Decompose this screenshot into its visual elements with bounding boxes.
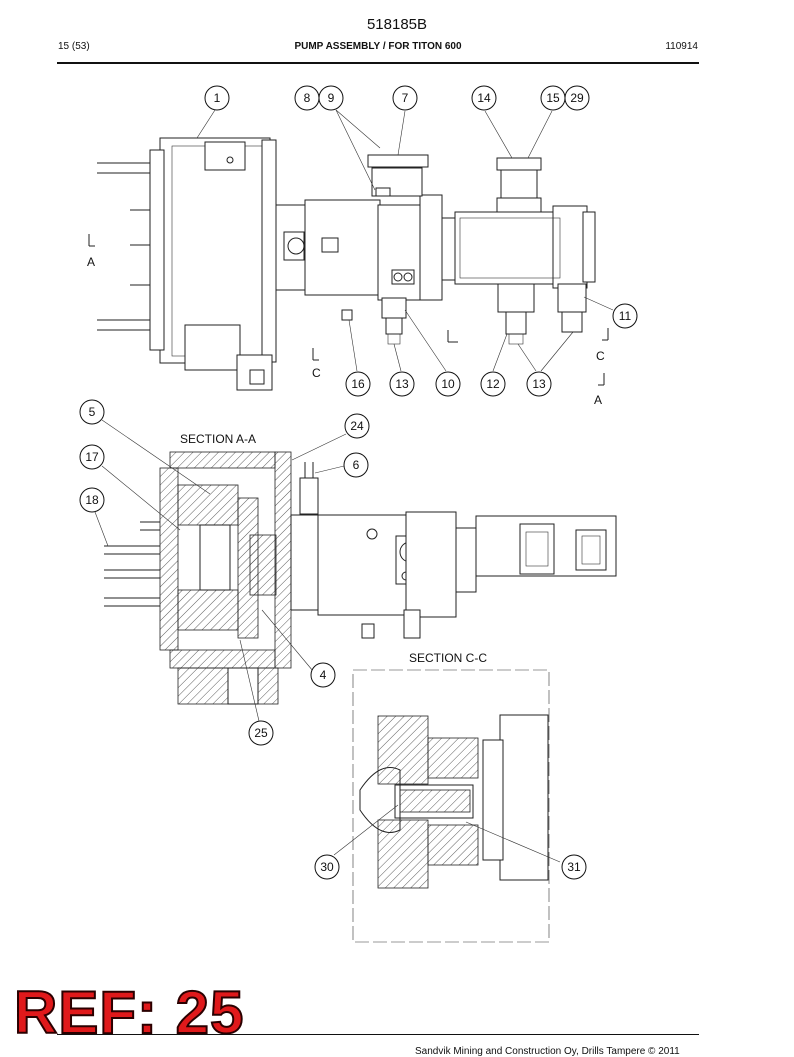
- svg-text:10: 10: [441, 377, 455, 391]
- svg-text:24: 24: [350, 419, 364, 433]
- svg-text:25: 25: [254, 726, 268, 740]
- svg-text:4: 4: [320, 668, 327, 682]
- callout-16: 16: [345, 371, 371, 397]
- callout-30: 30: [314, 854, 340, 880]
- view-marker-c-left: C: [312, 366, 321, 380]
- callout-14: 14: [471, 85, 497, 111]
- footer-copyright: Sandvik Mining and Construction Oy, Dril…: [415, 1046, 680, 1057]
- callout-31: 31: [561, 854, 587, 880]
- callout-17: 17: [79, 444, 105, 470]
- callout-1: 1: [204, 85, 230, 111]
- callout-18: 18: [79, 487, 105, 513]
- svg-text:9: 9: [328, 91, 335, 105]
- section-c-c-view: SECTION C-C: [333, 651, 561, 943]
- svg-text:31: 31: [567, 860, 581, 874]
- svg-text:13: 13: [395, 377, 409, 391]
- callout-24: 24: [344, 413, 370, 439]
- callout-7: 7: [392, 85, 418, 111]
- callout-29: 29: [564, 85, 590, 111]
- section-a-a-label: SECTION A-A: [180, 432, 256, 446]
- callout-5: 5: [79, 399, 105, 425]
- document-date: 110914: [665, 41, 698, 52]
- document-number: 518185B: [366, 16, 428, 33]
- callout-13: 13: [389, 371, 415, 397]
- svg-text:5: 5: [89, 405, 96, 419]
- top-view-assembly: A A C C: [87, 109, 614, 407]
- svg-text:30: 30: [320, 860, 334, 874]
- callout-11: 11: [612, 303, 638, 329]
- svg-text:15: 15: [546, 91, 560, 105]
- svg-text:14: 14: [477, 91, 491, 105]
- callout-8: 8: [294, 85, 320, 111]
- callout-9: 9: [318, 85, 344, 111]
- callout-13b: 13: [526, 371, 552, 397]
- svg-text:6: 6: [353, 458, 360, 472]
- callout-4: 4: [310, 662, 336, 688]
- callout-15: 15: [540, 85, 566, 111]
- page-number: 15 (53): [58, 41, 90, 52]
- view-marker-a-right: A: [594, 393, 602, 407]
- svg-text:17: 17: [85, 450, 99, 464]
- header-divider: [57, 62, 699, 64]
- svg-text:8: 8: [304, 91, 311, 105]
- section-c-c-label: SECTION C-C: [409, 651, 487, 665]
- callout-10: 10: [435, 371, 461, 397]
- callout-6: 6: [343, 452, 369, 478]
- page-title: PUMP ASSEMBLY / FOR TITON 600: [294, 41, 462, 52]
- svg-text:7: 7: [402, 91, 409, 105]
- view-marker-a-left: A: [87, 255, 95, 269]
- callout-25: 25: [248, 720, 274, 746]
- callout-12: 12: [480, 371, 506, 397]
- svg-text:11: 11: [619, 309, 632, 323]
- svg-text:13: 13: [532, 377, 546, 391]
- svg-text:1: 1: [214, 91, 221, 105]
- svg-text:16: 16: [351, 377, 365, 391]
- ref-overlay-label: REF: 25: [13, 979, 245, 1046]
- section-a-a-view: SECTION A-A: [94, 419, 617, 722]
- view-marker-c-right: C: [596, 349, 605, 363]
- svg-text:12: 12: [486, 377, 500, 391]
- footer-divider: [57, 1034, 699, 1035]
- svg-text:18: 18: [85, 493, 99, 507]
- svg-text:29: 29: [570, 91, 584, 105]
